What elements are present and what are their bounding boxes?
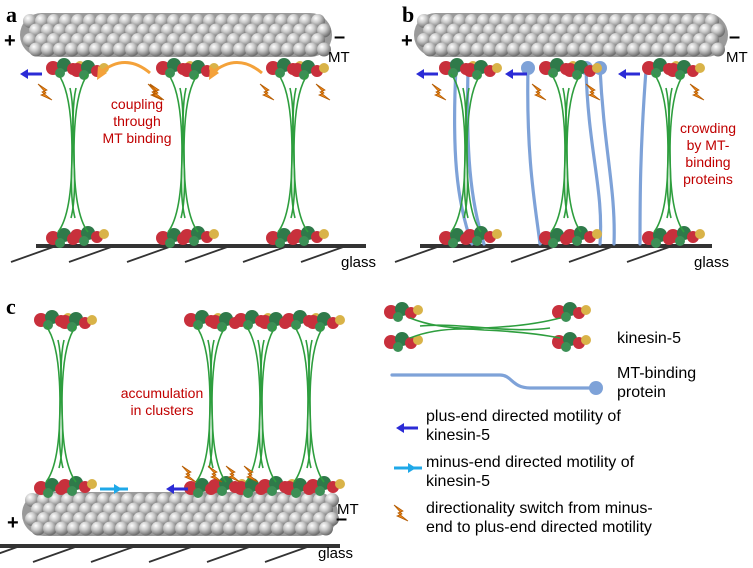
panel-b-mt-label: MT [726, 49, 748, 66]
legend-minus-motility-label: minus-end directed motility of kinesin-5 [426, 454, 635, 490]
plus-arrow-b-3 [618, 69, 640, 79]
legend-minus-arrow [394, 463, 422, 473]
glass-surface-b [394, 244, 712, 263]
legend-switch-label: directionality switch from minus- end to… [426, 500, 653, 536]
switch-icon-a-5 [315, 83, 331, 101]
panel-a-minus-end: – [334, 26, 346, 48]
glass-surface-c [0, 544, 340, 563]
switch-icon-b-2 [531, 83, 547, 101]
panel-b-minus-end: – [729, 26, 741, 48]
mtbp-b-3 [521, 61, 542, 246]
kinesin-c-1 [34, 310, 97, 498]
kinesin-c-4 [282, 310, 345, 498]
panel-a-letter: a [6, 2, 17, 27]
panel-c-mt-label: MT [337, 501, 359, 518]
microtubule-b [414, 13, 728, 57]
panel-a-glass-label: glass [341, 254, 377, 271]
switch-icon-c-1 [181, 465, 197, 483]
mtbp-b-6 [638, 68, 648, 246]
kinesin-b-3 [642, 58, 705, 248]
minus-arrow-c [100, 484, 128, 494]
switch-icon-a-1 [37, 83, 53, 101]
coupling-arrow-a-2 [209, 61, 263, 80]
panel-c-minus-end: – [336, 508, 348, 530]
switch-icon-c-2 [207, 465, 223, 483]
switch-icon-c-4 [243, 465, 259, 483]
panel-a-mt-label: MT [328, 49, 350, 66]
panel-a-annotation: coupling through MT binding [102, 96, 172, 146]
switch-icon-b-1 [431, 83, 447, 101]
panel-c-annotation: accumulation in clusters [120, 385, 204, 418]
kinesin-b-1 [439, 58, 502, 248]
microtubule-a [20, 13, 332, 57]
mtbp-b-2 [465, 68, 486, 246]
kinesin-b-2 [539, 58, 602, 248]
panel-b-letter: b [402, 2, 415, 27]
legend-kinesin-icon [384, 302, 591, 352]
panel-b-annotation: crowding by MT- binding proteins [679, 120, 737, 187]
legend-plus-motility-label: plus-end directed motility of kinesin-5 [426, 408, 621, 444]
panel-b-glass-label: glass [694, 254, 730, 271]
switch-icon-a-3 [149, 83, 165, 101]
microtubule-c [22, 492, 339, 536]
legend-mtbp-label: MT-binding protein [617, 365, 697, 401]
plus-arrow-c [166, 484, 188, 494]
legend-switch-icon [393, 504, 409, 522]
plus-arrow-b-2 [505, 69, 527, 79]
switch-icon-c-3 [225, 465, 241, 483]
legend-kinesin-label: kinesin-5 [617, 330, 682, 347]
legend-mtbp-icon [390, 373, 603, 395]
kinesin-a-3 [266, 58, 329, 248]
mtbp-b-5 [593, 61, 616, 246]
panel-c-letter: c [6, 294, 16, 319]
switch-icon-b-3 [585, 83, 601, 101]
glass-surface-a [10, 244, 366, 263]
legend-plus-arrow [396, 423, 418, 433]
kinesin-a-1 [46, 58, 109, 248]
panel-b-plus-end: + [401, 30, 413, 52]
switch-icon-b-4 [689, 83, 705, 101]
plus-arrow-b-1 [416, 69, 438, 79]
panel-a-plus-end: + [4, 30, 16, 52]
kinesin-c-2 [184, 310, 247, 498]
panel-c-glass-label: glass [318, 545, 354, 562]
switch-icon-a-4 [259, 83, 275, 101]
coupling-arrow-a-1 [97, 61, 151, 80]
panel-c-plus-end: + [7, 512, 19, 534]
kinesin-a-2 [156, 58, 219, 248]
kinesin-c-3 [234, 310, 297, 498]
plus-arrow-a [20, 69, 42, 79]
